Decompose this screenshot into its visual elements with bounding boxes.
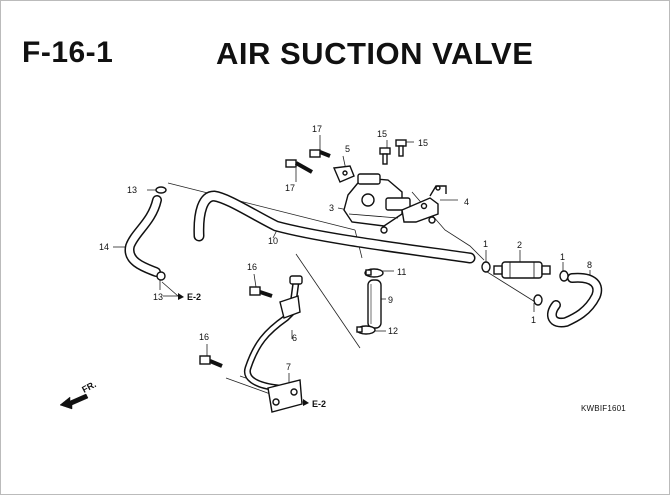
hose-clip-13b [156, 271, 166, 281]
callout-numbers: 17 17 5 15 15 4 3 13 13 14 10 16 16 11 9… [99, 124, 592, 409]
connector-e2b-arrow [303, 399, 309, 406]
clip-1b [559, 270, 569, 282]
callout-14: 14 [99, 242, 109, 252]
connector-e2a-label: E-2 [187, 292, 201, 302]
diagram-title: AIR SUCTION VALVE [216, 36, 534, 71]
hose-clamp-11 [364, 268, 384, 278]
callout-17a: 17 [312, 124, 322, 134]
callout-16a: 16 [247, 262, 257, 272]
callout-11: 11 [397, 267, 406, 277]
pipe-flange-7 [267, 379, 303, 413]
air-suction-valve [343, 173, 411, 234]
hose-clip-13a [155, 186, 167, 194]
callout-10: 10 [268, 236, 278, 246]
callout-1a: 1 [483, 239, 488, 249]
clip-1a [481, 261, 491, 273]
bolt-15a [379, 147, 391, 165]
connector-e2a-arrow [161, 281, 184, 300]
callout-8: 8 [587, 260, 592, 270]
callout-15b: 15 [418, 138, 428, 148]
clip-1c [533, 294, 543, 306]
bolt-15b [395, 139, 407, 157]
callout-3: 3 [329, 203, 334, 213]
reed-filter-2 [493, 261, 551, 279]
front-direction-arrow: FR. [59, 379, 98, 410]
callout-12: 12 [388, 326, 398, 336]
callout-15a: 15 [377, 129, 387, 139]
callout-4: 4 [464, 197, 469, 207]
bolt-17a [309, 149, 331, 158]
callout-5: 5 [345, 144, 350, 154]
air-hose-14 [124, 195, 162, 277]
air-hose-9 [367, 279, 382, 329]
callout-2: 2 [517, 240, 522, 250]
connector-e2b-label: E-2 [312, 399, 326, 409]
section-code: F-16-1 [22, 36, 114, 69]
callout-17b: 17 [285, 183, 295, 193]
callout-1b: 1 [560, 252, 565, 262]
air-injection-pipe [243, 275, 303, 398]
callout-13a: 13 [127, 185, 137, 195]
valve-bracket [401, 185, 447, 224]
bolt-16b [199, 355, 223, 368]
callout-7: 7 [286, 362, 291, 372]
bolt-17b [285, 159, 313, 174]
bolt-16a [249, 286, 273, 298]
front-direction-label: FR. [80, 379, 97, 395]
callout-16b: 16 [199, 332, 209, 342]
callout-13b: 13 [153, 292, 163, 302]
reference-code: KWBIF1601 [581, 404, 626, 413]
air-hose-8 [546, 272, 603, 328]
callout-6: 6 [292, 333, 297, 343]
callout-9: 9 [388, 295, 393, 305]
hose-clamp-12 [356, 325, 376, 335]
valve-clamp [332, 165, 355, 183]
air-hose-10 [193, 190, 476, 264]
callout-1c: 1 [531, 315, 536, 325]
